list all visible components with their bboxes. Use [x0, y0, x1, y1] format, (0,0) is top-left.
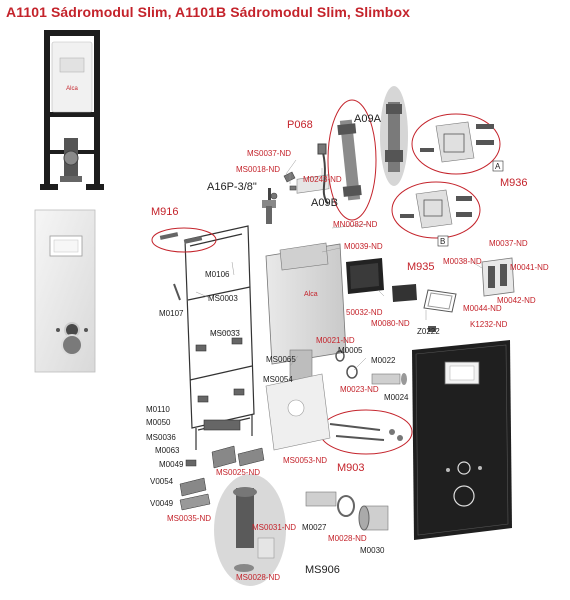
label-ms0065: MS0065	[266, 355, 296, 364]
label-ms0028-nd: MS0028-ND	[236, 573, 280, 582]
flush-plate-small	[392, 284, 417, 302]
page-title: A1101 Sádromodul Slim, A1101B Sádromodul…	[6, 4, 410, 20]
label-m0044-nd: M0044-ND	[463, 304, 502, 313]
label-z0222: Z0222	[417, 327, 440, 336]
label-a09b: A09B	[311, 197, 338, 209]
label-m0050: M0050	[146, 418, 171, 427]
label-mn0082-nd: MN0082-ND	[333, 220, 378, 229]
label-50032-nd: 50032-ND	[346, 308, 383, 317]
label-m0038-nd: M0038-ND	[443, 257, 482, 266]
flush-valve-a09b	[327, 99, 377, 221]
label-m0030: M0030	[360, 546, 385, 555]
flush-plate-outline	[423, 289, 457, 313]
cover-hook	[428, 326, 436, 332]
part-labels: P068 A09A MS0037-ND MS0018-ND M0243-ND A…	[146, 113, 549, 582]
label-m0023-nd: M0023-ND	[340, 385, 379, 394]
label-m0037-nd: M0037-ND	[489, 239, 528, 248]
label-ms0003: MS0003	[208, 294, 238, 303]
label-k1232-nd: K1232-ND	[470, 320, 508, 329]
label-p068: P068	[287, 119, 313, 131]
sound-insulation-ms0053	[265, 373, 331, 451]
svg-text:Alca: Alca	[66, 86, 78, 92]
label-v0054: V0054	[150, 477, 174, 486]
fill-valve-a09a	[380, 86, 408, 186]
screw-m0107	[173, 283, 181, 301]
label-ms0035-nd: MS0035-ND	[167, 514, 211, 523]
label-m0063: M0063	[155, 446, 180, 455]
label-m0021-nd: M0021-ND	[316, 336, 355, 345]
anchor-set-m916	[151, 227, 217, 253]
label-m0243-nd: M0243-ND	[303, 175, 342, 184]
label-m0028-nd: M0028-ND	[328, 534, 367, 543]
frame-brackets	[195, 337, 245, 431]
sadromodul-frame-photo: Alca	[40, 24, 104, 196]
svg-text:Alca: Alca	[304, 291, 318, 298]
bracket-set-b	[391, 181, 481, 239]
hose-p068	[317, 143, 329, 205]
label-a16p: A16P-3/8"	[207, 181, 257, 193]
actuator-box	[346, 258, 384, 294]
label-ms0054: MS0054	[263, 375, 293, 384]
label-ms0031-nd: MS0031-ND	[252, 523, 296, 532]
leader-lines	[195, 159, 483, 371]
label-box-a: A	[495, 162, 501, 171]
label-m0042-nd: M0042-ND	[497, 296, 536, 305]
flex-pipe-ms906	[214, 474, 286, 586]
cistern: Alca	[265, 174, 347, 381]
label-m935: M935	[407, 261, 435, 273]
label-ms0037-nd: MS0037-ND	[247, 149, 291, 158]
label-m0049: M0049	[159, 460, 184, 469]
label-m916: M916	[151, 206, 179, 218]
screw-set-m903	[319, 409, 413, 455]
label-ms0053-nd: MS0053-ND	[283, 456, 327, 465]
label-m0110: M0110	[146, 405, 170, 414]
label-box-b: B	[440, 237, 445, 246]
connector-parts	[270, 171, 297, 200]
label-v0049: V0049	[150, 499, 174, 508]
flush-plate-m0037	[481, 257, 515, 297]
label-m0107: M0107	[159, 309, 184, 318]
label-ms0018-nd: MS0018-ND	[236, 165, 280, 174]
label-m0005: M0005	[338, 346, 363, 355]
label-m0041-nd: M0041-ND	[510, 263, 549, 272]
foot-brackets	[179, 445, 265, 511]
label-m0024: M0024	[384, 393, 409, 402]
label-a09a: A09A	[354, 113, 382, 125]
label-m0039-nd: M0039-ND	[344, 242, 383, 251]
label-ms0033: MS0033	[210, 329, 240, 338]
label-ms0036: MS0036	[146, 433, 176, 442]
bracket-set-m936	[411, 113, 501, 175]
label-m0022: M0022	[371, 356, 396, 365]
angle-valve-a16p	[262, 188, 276, 224]
slimbox-cover-panel	[412, 340, 512, 540]
label-m903: M903	[337, 462, 365, 474]
mounting-frame	[184, 225, 255, 450]
label-ms0025-nd: MS0025-ND	[216, 468, 260, 477]
label-m0080-nd: M0080-ND	[371, 319, 410, 328]
slimbox-panel-photo	[34, 209, 96, 373]
label-m0027: M0027	[302, 523, 327, 532]
label-m0106: M0106	[205, 270, 230, 279]
label-m936: M936	[500, 177, 528, 189]
drain-pipes	[305, 350, 407, 531]
label-ms906: MS906	[305, 564, 340, 576]
